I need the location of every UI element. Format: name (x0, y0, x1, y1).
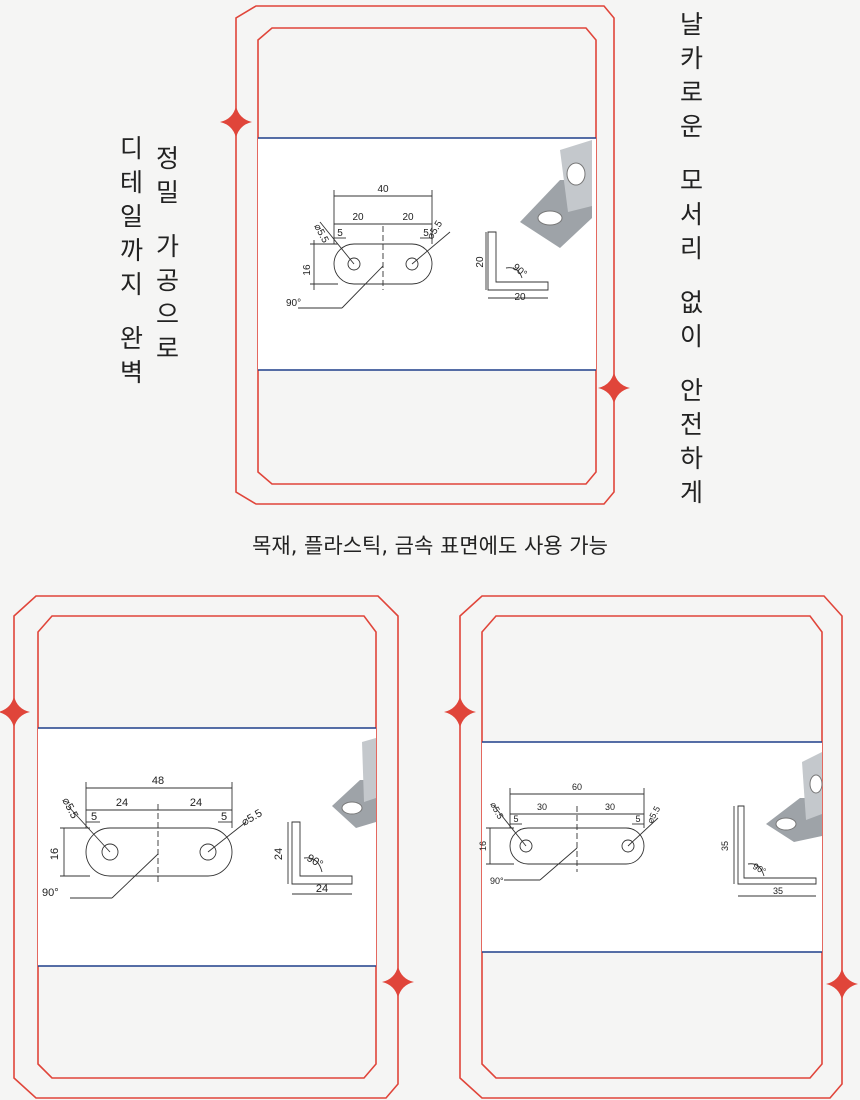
dim-edge-right: 5 (423, 228, 429, 239)
bracket-photo (520, 140, 592, 248)
vertical-char: 테 (120, 168, 144, 197)
dim-half-right: 24 (190, 797, 202, 809)
dim-angle: 90° (490, 876, 504, 886)
drawing-band (482, 742, 822, 952)
vertical-char: 으 (156, 300, 180, 329)
dim-half-left: 24 (116, 797, 128, 809)
dim-side-width: 35 (773, 886, 783, 896)
technical-drawing (486, 788, 817, 897)
dim-half-right: 20 (402, 212, 414, 223)
vertical-char: 완 (120, 324, 144, 353)
dim-angle: 90° (286, 298, 301, 309)
vertical-char: 안 (680, 376, 704, 405)
sparkle-icon (220, 106, 252, 138)
dim-total: 48 (152, 775, 164, 787)
vertical-char: 벽 (120, 358, 144, 387)
drawing-band (258, 138, 596, 370)
dim-side-height: 20 (475, 256, 486, 268)
technical-drawing (298, 190, 549, 309)
vertical-char: 운 (680, 112, 704, 141)
sparkle-icon (0, 696, 30, 728)
bracket-photo (332, 738, 376, 828)
vertical-char: 서 (680, 200, 704, 229)
vertical-char: 모 (680, 166, 704, 195)
vertical-char: 게 (680, 478, 704, 507)
dim-half-right: 30 (605, 802, 615, 812)
vertical-char: 날 (680, 10, 704, 39)
vertical-char: 가 (156, 232, 180, 261)
dim-edge-left: 5 (337, 228, 343, 239)
dim-total: 60 (572, 782, 582, 792)
vertical-char: 없 (680, 288, 704, 317)
vertical-char: 이 (680, 322, 704, 351)
dim-height: 16 (49, 848, 61, 860)
spec-panel-bracket-20: 40 20 20 5 5 ⌀5.5 ⌀5.5 16 90° 20 20 90° (220, 5, 630, 505)
vertical-char: 리 (680, 234, 704, 263)
vertical-char: 디 (120, 134, 144, 163)
spec-panel-bracket-35: 60 30 30 5 5 ⌀5.5 ⌀5.5 16 90° 35 35 90° (444, 595, 858, 1099)
vertical-char: 로 (680, 78, 704, 107)
dim-height: 16 (478, 841, 488, 851)
dim-side-height: 35 (720, 841, 730, 851)
caption-surfaces: 목재, 플라스틱, 금속 표면에도 사용 가능 (252, 534, 608, 558)
dim-angle: 90° (42, 887, 59, 899)
vertical-char: 까 (120, 236, 144, 265)
vertical-char: 전 (680, 410, 704, 439)
sparkle-icon (382, 966, 414, 998)
bracket-photo (766, 752, 823, 842)
dim-edge-right: 5 (635, 814, 640, 824)
vertical-char: 공 (156, 266, 180, 295)
vertical-char: 일 (120, 202, 144, 231)
vertical-char: 카 (680, 44, 704, 73)
dim-half-left: 30 (537, 802, 547, 812)
dim-edge-right: 5 (221, 811, 227, 823)
dim-half-left: 20 (352, 212, 364, 223)
dim-edge-left: 5 (91, 811, 97, 823)
vertical-char: 지 (120, 270, 144, 299)
dim-height: 16 (302, 264, 313, 276)
dim-side-width: 20 (514, 292, 526, 303)
vertical-char: 로 (156, 334, 180, 363)
dim-edge-left: 5 (513, 814, 518, 824)
dim-side-height: 24 (273, 848, 285, 860)
vertical-char: 밀 (156, 178, 180, 207)
sparkle-icon (826, 968, 858, 1000)
vertical-char: 하 (680, 444, 704, 473)
vertical-char: 정 (156, 144, 180, 173)
dim-side-width: 24 (316, 883, 328, 895)
sparkle-icon (444, 696, 476, 728)
spec-panel-bracket-24: 48 24 24 5 5 ⌀5.5 ⌀5.5 16 90° 24 24 90° (0, 595, 414, 1099)
sparkle-icon (598, 372, 630, 404)
technical-drawing (60, 782, 353, 899)
dim-total: 40 (377, 184, 389, 195)
drawing-band (38, 728, 376, 966)
